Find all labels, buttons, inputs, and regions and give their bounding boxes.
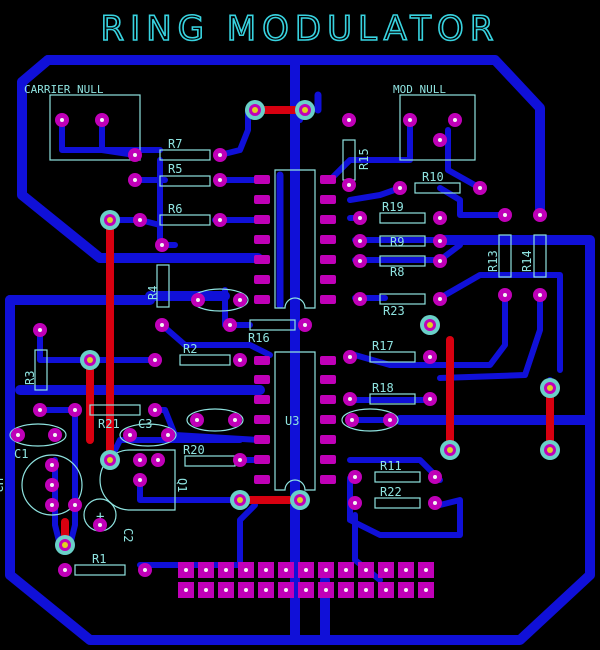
label-r10: R10 bbox=[422, 170, 444, 184]
label-r11: R11 bbox=[380, 459, 402, 473]
component-labels: CARRIER NULL MOD NULL R7 R5 R6 R4 R16 R2… bbox=[0, 83, 534, 566]
label-c1: C1 bbox=[14, 447, 28, 461]
carrier-null-outline bbox=[49, 94, 141, 161]
ic-pins bbox=[254, 175, 336, 484]
label-r9: R9 bbox=[390, 235, 404, 249]
label-r6: R6 bbox=[168, 202, 182, 216]
label-r1: R1 bbox=[92, 552, 106, 566]
label-r20: R20 bbox=[183, 443, 205, 457]
label-r14: R14 bbox=[520, 250, 534, 272]
label-r13: R13 bbox=[486, 250, 500, 272]
svg-text:+: + bbox=[96, 509, 104, 525]
label-u3: U3 bbox=[285, 414, 299, 428]
label-c2: C2 bbox=[121, 528, 135, 542]
label-carrier-null: CARRIER NULL bbox=[24, 83, 104, 96]
silkscreen: + bbox=[9, 94, 547, 576]
label-r18: R18 bbox=[372, 381, 394, 395]
label-r23: R23 bbox=[383, 304, 405, 318]
mod-null-outline bbox=[399, 94, 476, 161]
label-q1: Q1 bbox=[175, 478, 189, 492]
label-r19: R19 bbox=[382, 200, 404, 214]
label-r16: R16 bbox=[248, 331, 270, 345]
header-connector bbox=[178, 562, 434, 598]
label-u2: U2 bbox=[0, 478, 5, 492]
label-r8: R8 bbox=[390, 265, 404, 279]
label-r5: R5 bbox=[168, 162, 182, 176]
vias bbox=[55, 100, 560, 555]
label-r2: R2 bbox=[183, 342, 197, 356]
board-title: RING MODULATOR bbox=[101, 9, 500, 49]
label-c3: C3 bbox=[138, 417, 152, 431]
label-r7: R7 bbox=[168, 137, 182, 151]
label-r3: R3 bbox=[23, 371, 37, 385]
label-r22: R22 bbox=[380, 485, 402, 499]
label-mod-null: MOD NULL bbox=[393, 83, 446, 96]
label-r17: R17 bbox=[372, 339, 394, 353]
label-r15: R15 bbox=[357, 148, 371, 170]
label-r4: R4 bbox=[146, 286, 160, 300]
label-r21: R21 bbox=[98, 417, 120, 431]
pads bbox=[11, 113, 547, 577]
